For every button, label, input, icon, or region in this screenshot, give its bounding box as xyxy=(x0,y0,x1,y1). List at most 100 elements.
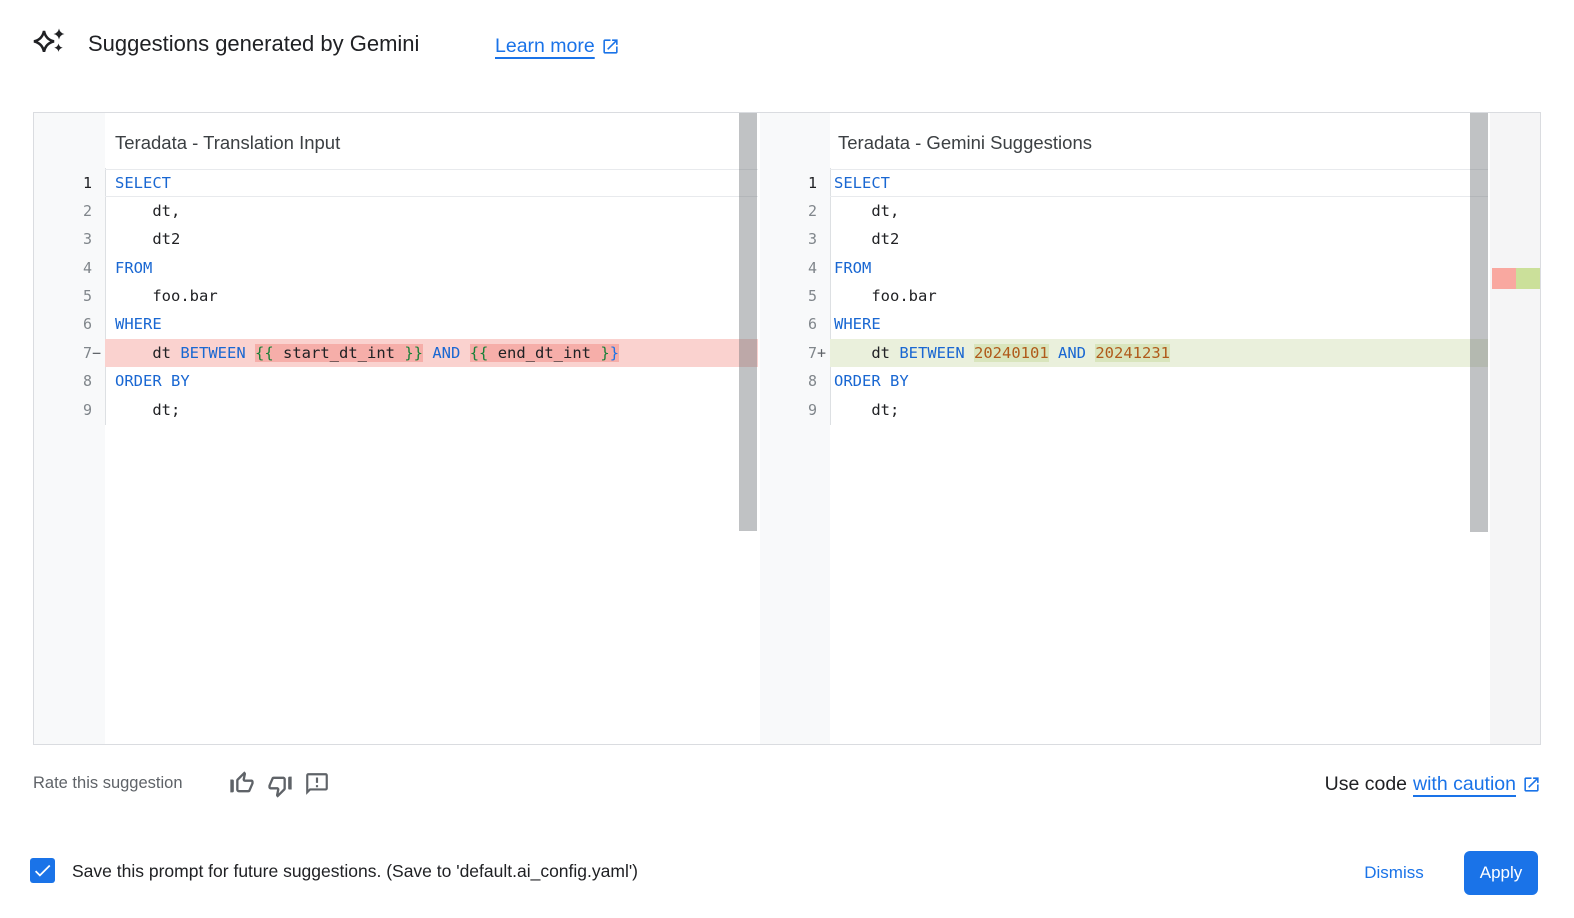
apply-button[interactable]: Apply xyxy=(1464,851,1538,895)
diff-sign-empty xyxy=(92,310,105,338)
code-line: 3 dt2 xyxy=(34,225,758,253)
gemini-sparkle-icon xyxy=(30,26,68,68)
diff-sign-empty xyxy=(817,396,830,424)
line-gutter: 1 xyxy=(760,169,830,197)
dismiss-button[interactable]: Dismiss xyxy=(1364,863,1424,882)
line-number: 5 xyxy=(807,287,817,306)
line-gutter: 7− xyxy=(34,339,105,367)
code-text: WHERE xyxy=(834,315,881,334)
code-text: dt, xyxy=(115,201,181,220)
diff-sign-empty xyxy=(92,169,105,197)
feedback-icon[interactable] xyxy=(304,771,332,799)
line-number: 9 xyxy=(807,400,817,419)
line-number: 7 xyxy=(807,343,817,362)
save-prompt-label: Save this prompt for future suggestions.… xyxy=(72,861,638,881)
code-line: 3 dt2 xyxy=(760,225,1488,253)
code-line: 7− dt BETWEEN {{ start_dt_int }} AND {{ … xyxy=(34,338,758,368)
save-prompt-checkbox[interactable] xyxy=(30,858,55,883)
code-text: dt BETWEEN 20240101 AND 20241231 xyxy=(830,338,1488,368)
line-number: 4 xyxy=(807,258,817,277)
code-line: 8 ORDER BY xyxy=(760,367,1488,395)
code-text: dt BETWEEN {{ start_dt_int }} AND {{ end… xyxy=(105,338,758,368)
diff-sign-empty xyxy=(817,225,830,253)
use-code-notice: Use code with caution xyxy=(1325,773,1541,796)
diff-sign-empty xyxy=(92,254,105,282)
code-text: FROM xyxy=(834,258,872,277)
diff-sign-empty xyxy=(817,310,830,338)
code-line: 2 dt, xyxy=(34,197,758,225)
thumb-down-icon[interactable] xyxy=(266,772,294,800)
line-number: 1 xyxy=(82,173,92,192)
learn-more-link[interactable]: Learn more xyxy=(495,35,620,58)
line-gutter: 4 xyxy=(760,254,830,282)
code-text: SELECT xyxy=(105,169,758,197)
diff-sign-empty xyxy=(92,396,105,424)
deleted-marker xyxy=(1492,268,1516,289)
diff-sign-empty xyxy=(92,197,105,225)
left-gutter xyxy=(34,113,105,744)
line-number: 2 xyxy=(807,201,817,220)
code-line: 2 dt, xyxy=(760,197,1488,225)
line-gutter: 8 xyxy=(760,367,830,395)
line-number: 6 xyxy=(82,315,92,334)
code-line: 7+ dt BETWEEN 20240101 AND 20241231 xyxy=(760,338,1488,368)
code-text: foo.bar xyxy=(834,287,937,306)
line-gutter: 8 xyxy=(34,367,105,395)
line-number: 4 xyxy=(82,258,92,277)
code-line: 9 dt; xyxy=(34,396,758,424)
line-number: 1 xyxy=(807,173,817,192)
code-text: WHERE xyxy=(115,315,162,334)
use-code-prefix: Use code xyxy=(1324,773,1408,795)
line-gutter: 2 xyxy=(760,197,830,225)
code-line: 6 WHERE xyxy=(34,310,758,338)
diff-sign-empty xyxy=(817,282,830,310)
diff-sign: + xyxy=(817,343,827,362)
line-number: 3 xyxy=(82,230,92,249)
code-line: 4 FROM xyxy=(760,254,1488,282)
right-editor-scrollbar[interactable] xyxy=(1470,113,1488,532)
left-panel-title: Teradata - Translation Input xyxy=(115,132,341,153)
diff-sign-empty xyxy=(817,254,830,282)
line-gutter: 4 xyxy=(34,254,105,282)
page-title: Suggestions generated by Gemini xyxy=(88,31,420,56)
line-gutter: 7+ xyxy=(760,339,830,367)
line-number: 8 xyxy=(82,372,92,391)
diff-sign-empty xyxy=(92,367,105,395)
line-gutter: 3 xyxy=(760,225,830,253)
diff-sign-empty xyxy=(92,225,105,253)
line-number: 8 xyxy=(807,372,817,391)
line-number: 6 xyxy=(807,315,817,334)
open-in-new-icon xyxy=(603,39,618,54)
thumb-up-icon[interactable] xyxy=(228,769,256,797)
line-gutter: 6 xyxy=(760,310,830,338)
code-line: 6 WHERE xyxy=(760,310,1488,338)
code-line: 8 ORDER BY xyxy=(34,367,758,395)
with-caution-link[interactable]: with caution xyxy=(1413,773,1516,795)
code-text: ORDER BY xyxy=(834,372,909,391)
code-text: SELECT xyxy=(830,169,1488,197)
code-text: dt; xyxy=(115,400,181,419)
code-line: 1 SELECT xyxy=(760,169,1488,197)
code-text: foo.bar xyxy=(115,287,218,306)
rate-suggestion-label: Rate this suggestion xyxy=(33,774,183,792)
left-gutter-divider xyxy=(105,168,106,425)
code-text: ORDER BY xyxy=(115,372,190,391)
right-panel-title: Teradata - Gemini Suggestions xyxy=(838,132,1092,153)
line-number: 2 xyxy=(82,201,92,220)
right-gutter-divider xyxy=(830,168,831,425)
diff-sign: − xyxy=(92,343,102,362)
diff-overview-ruler[interactable] xyxy=(1490,113,1540,744)
code-line: 9 dt; xyxy=(760,396,1488,424)
line-gutter: 2 xyxy=(34,197,105,225)
left-editor-scrollbar[interactable] xyxy=(739,113,757,531)
code-line: 5 foo.bar xyxy=(760,282,1488,310)
diff-sign-empty xyxy=(817,367,830,395)
added-marker xyxy=(1516,268,1540,289)
line-gutter: 5 xyxy=(760,282,830,310)
code-text: dt; xyxy=(834,400,900,419)
